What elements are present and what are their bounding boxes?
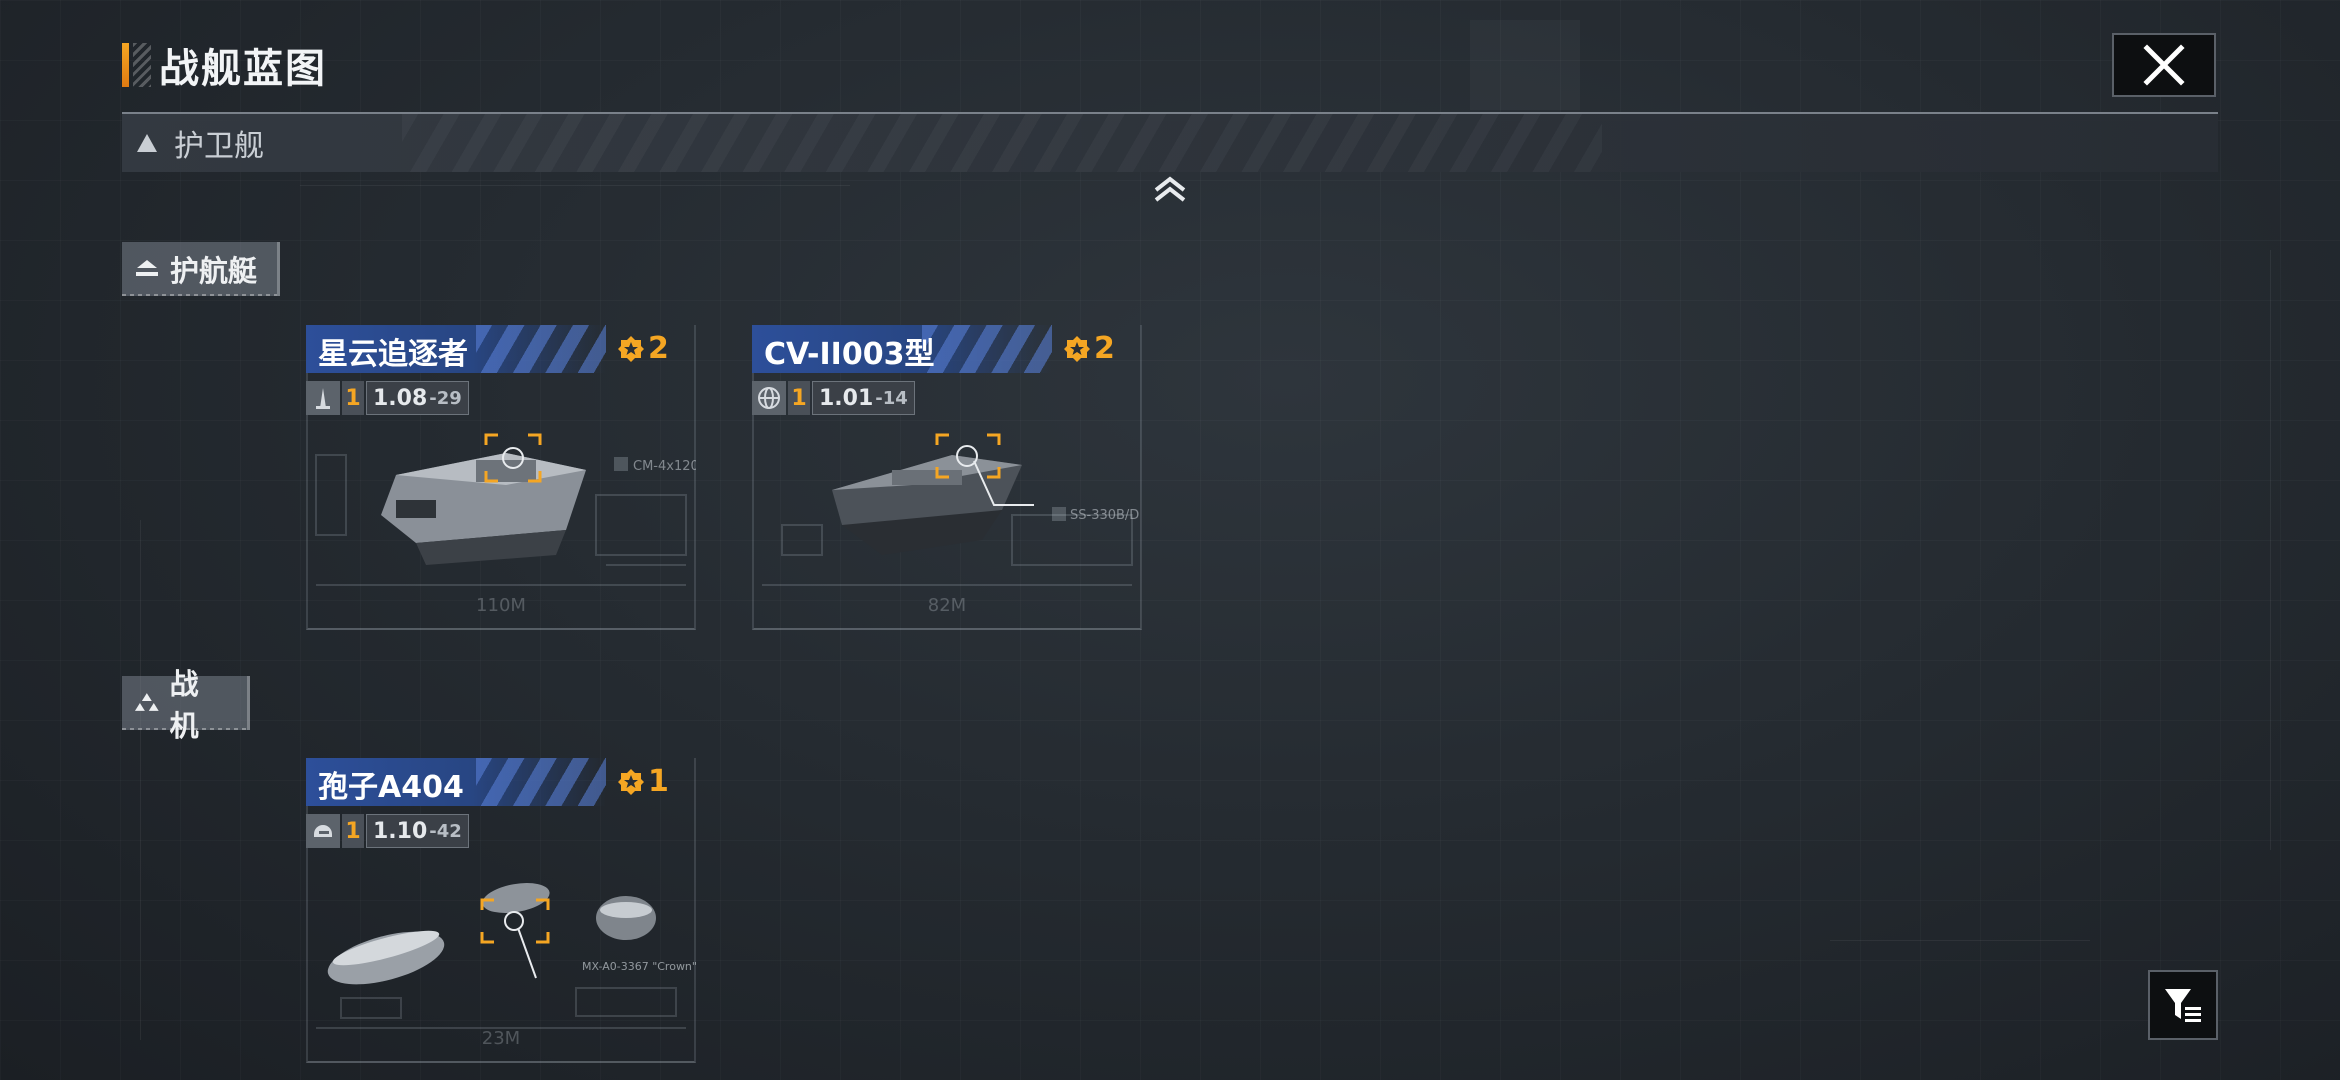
page-title: 战舰蓝图 bbox=[159, 46, 327, 92]
ship-name-plate: 星云追逐者 bbox=[306, 325, 606, 373]
ship-name-plate: 孢子A404 bbox=[306, 758, 606, 806]
ship-blueprint-image: SS-330B/D bbox=[762, 433, 1139, 586]
subcategory-tag-escort: 护航艇 bbox=[122, 242, 280, 296]
ship-card-nebula-chaser[interactable]: 星云追逐者 2 1 1.08 -29 bbox=[306, 325, 696, 630]
card-frame bbox=[752, 325, 1142, 630]
ship-card-cv-ii003[interactable]: CV-II003型 2 1 1.01 -14 bbox=[752, 325, 1142, 630]
ship-blueprint-image: CM-4x120D bbox=[315, 433, 696, 586]
name-plate-stripes bbox=[476, 758, 606, 806]
category-header-frigate[interactable]: 护卫舰 bbox=[122, 114, 2218, 172]
category-header-hatch bbox=[402, 114, 1602, 172]
antenna-tower-icon bbox=[306, 381, 340, 415]
ship-tier: 1 bbox=[788, 381, 810, 415]
card-frame bbox=[306, 325, 696, 630]
close-icon bbox=[2143, 44, 2185, 86]
ship-length: 82M bbox=[927, 595, 967, 616]
decor-block bbox=[1470, 20, 1580, 110]
close-button[interactable] bbox=[2112, 33, 2216, 97]
header-divider bbox=[122, 112, 2218, 114]
ship-tier: 1 bbox=[342, 814, 364, 848]
card-frame bbox=[306, 758, 696, 1063]
rank-star-icon bbox=[1064, 335, 1090, 362]
ship-version: 1.01 -14 bbox=[812, 381, 915, 415]
ship-name: CV-II003型 bbox=[764, 337, 935, 372]
title-bar: 战舰蓝图 bbox=[122, 40, 327, 92]
chevron-up-icon[interactable] bbox=[1150, 172, 1190, 206]
triangle-up-icon bbox=[137, 134, 157, 152]
title-hatch-decor bbox=[133, 43, 151, 87]
ship-length: 110M bbox=[476, 595, 526, 616]
rank-value: 1 bbox=[648, 764, 669, 799]
decor-line bbox=[140, 520, 141, 1040]
name-plate-stripes bbox=[476, 325, 606, 373]
title-accent-bar bbox=[122, 43, 129, 87]
svg-text:SS-330B/D: SS-330B/D bbox=[1070, 508, 1139, 523]
ship-stat-row: 1 1.08 -29 bbox=[306, 381, 469, 415]
name-plate-stripes bbox=[922, 325, 1052, 373]
version-minor: -42 bbox=[429, 820, 462, 842]
rank-badge: 2 bbox=[616, 331, 669, 366]
svg-text:CM-4x120D: CM-4x120D bbox=[633, 459, 696, 474]
ship-stat-row: 1 1.10 -42 bbox=[306, 814, 469, 848]
decor-line bbox=[2270, 250, 2271, 850]
category-label: 护卫舰 bbox=[174, 129, 264, 164]
ship-tier: 1 bbox=[342, 381, 364, 415]
ship-name: 孢子A404 bbox=[318, 770, 464, 805]
ship-version: 1.10 -42 bbox=[366, 814, 469, 848]
ship-name: 星云追逐者 bbox=[318, 337, 468, 372]
ship-card-spore-a404[interactable]: 孢子A404 1 1 1.10 -42 bbox=[306, 758, 696, 1063]
subcategory-label: 护航艇 bbox=[170, 254, 258, 288]
globe-icon bbox=[752, 381, 786, 415]
ship-stat-row: 1 1.01 -14 bbox=[752, 381, 915, 415]
filter-button[interactable] bbox=[2148, 970, 2218, 1040]
rank-star-icon bbox=[618, 768, 644, 795]
decor-line bbox=[1830, 940, 2090, 941]
svg-text:MX-A0-3367 "Crown": MX-A0-3367 "Crown" bbox=[582, 960, 696, 973]
subcategory-tag-fighter: 战机 bbox=[122, 667, 250, 743]
version-minor: -29 bbox=[429, 387, 462, 409]
escort-boat-icon bbox=[136, 260, 158, 276]
rank-value: 2 bbox=[648, 331, 669, 366]
version-major: 1.08 bbox=[373, 385, 428, 411]
fighter-squadron-icon bbox=[134, 693, 159, 711]
ship-blueprint-image: MX-A0-3367 "Crown" bbox=[316, 883, 696, 1029]
decor-line bbox=[300, 185, 850, 186]
ship-version: 1.08 -29 bbox=[366, 381, 469, 415]
version-major: 1.01 bbox=[819, 385, 874, 411]
ship-name-plate: CV-II003型 bbox=[752, 325, 1052, 373]
rank-badge: 2 bbox=[1062, 331, 1115, 366]
rank-star-icon bbox=[618, 335, 644, 362]
rank-badge: 1 bbox=[616, 764, 669, 799]
helmet-icon bbox=[306, 814, 340, 848]
version-minor: -14 bbox=[875, 387, 908, 409]
version-major: 1.10 bbox=[373, 818, 428, 844]
filter-icon bbox=[2165, 989, 2201, 1022]
ship-length: 23M bbox=[481, 1028, 521, 1049]
rank-value: 2 bbox=[1094, 331, 1115, 366]
subcategory-label: 战机 bbox=[169, 667, 199, 743]
